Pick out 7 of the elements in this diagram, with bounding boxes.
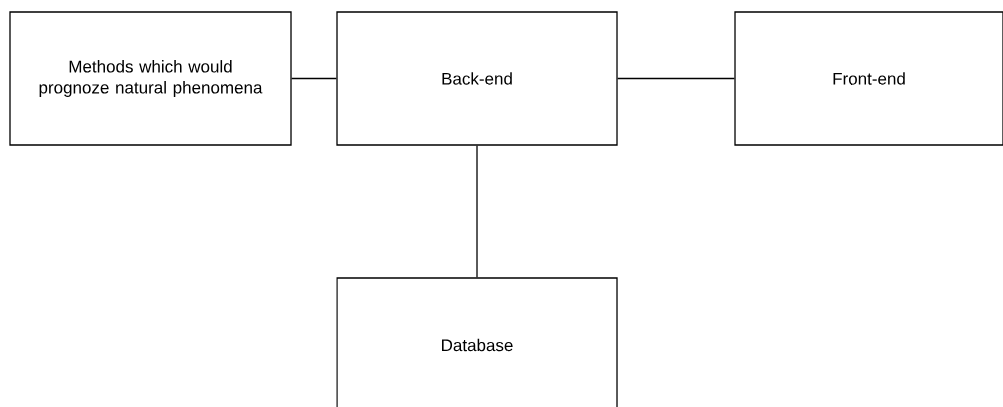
process-box: Database <box>336 277 618 407</box>
connector-line <box>617 77 735 80</box>
process-box: Front-end <box>734 11 1003 146</box>
process-box: Back-end <box>336 11 618 146</box>
connector-line <box>476 145 478 278</box>
process-box: Methods which would prognoze natural phenomena <box>9 11 292 146</box>
connector-line <box>291 77 337 80</box>
